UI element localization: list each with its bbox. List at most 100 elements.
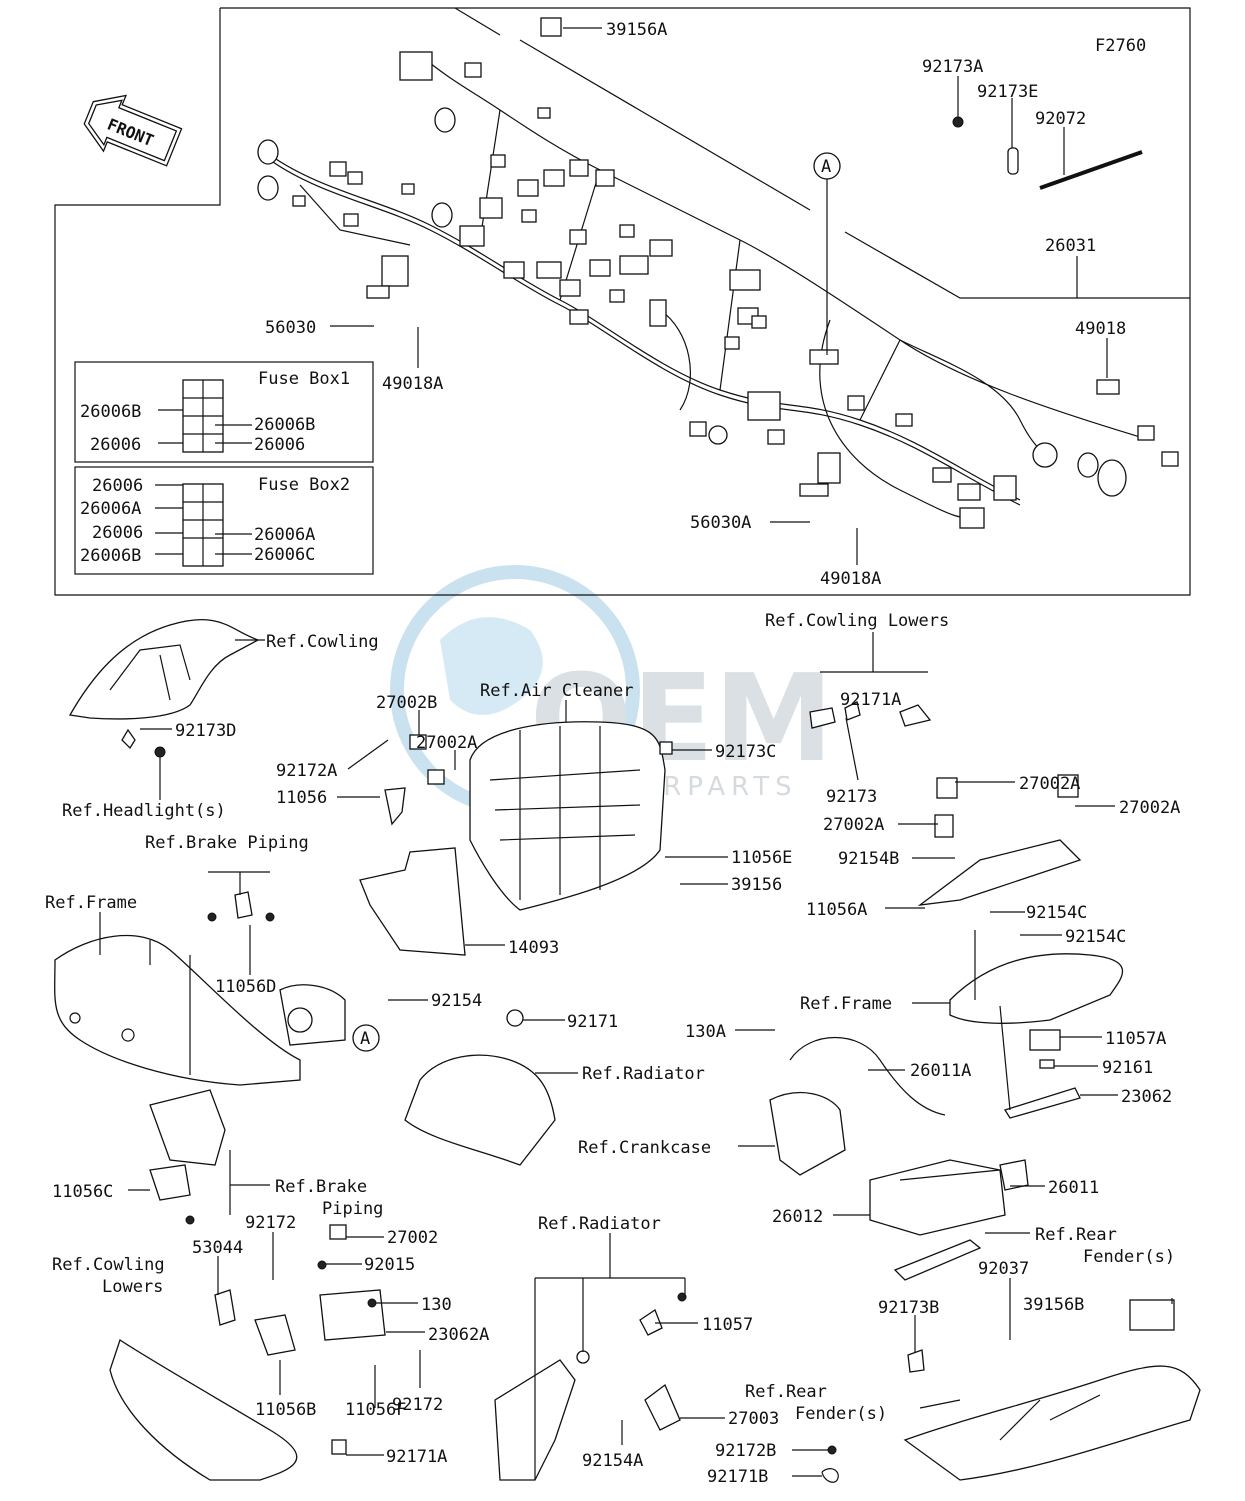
part-label-c92172_2: 92172	[392, 1395, 443, 1415]
part-label-refRadiator1: Ref.Radiator	[582, 1064, 705, 1084]
fuse-box2-right-1: 26006A	[254, 525, 315, 545]
part-label-c92173D: 92173D	[175, 721, 236, 741]
part-label-refRearFender2b: Fender(s)	[795, 1404, 887, 1424]
crankcase-battery	[769, 1036, 1029, 1281]
frame-right	[917, 839, 1124, 1119]
front-arrow-icon: FRONT	[83, 94, 183, 167]
leader-lines	[99, 27, 1173, 1480]
part-label-c92015: 92015	[364, 1255, 415, 1275]
frame-left	[54, 934, 346, 1086]
main-harness	[257, 17, 1179, 529]
part-label-c11056F: 11056F	[345, 1400, 406, 1420]
part-label-c92172A: 92172A	[276, 761, 337, 781]
part-label-refCowlingLowers2a: Ref.Cowling	[52, 1255, 165, 1275]
radiator-shroud-mid	[404, 1009, 556, 1166]
callout-a-mid: A	[352, 1024, 380, 1052]
fuse-box1: Fuse Box1 26006B 26006 26006B 26006	[74, 361, 374, 463]
part-label-c92154B: 92154B	[838, 849, 899, 869]
part-label-refBrakePiping2b: Piping	[322, 1199, 383, 1219]
part-label-c92171A_2: 92171A	[386, 1447, 447, 1467]
part-label-c11056B: 11056B	[255, 1400, 316, 1420]
harness-frame	[54, 7, 1191, 596]
part-label-refRadiator2: Ref.Radiator	[538, 1214, 661, 1234]
part-label-c130A: 130A	[685, 1022, 726, 1042]
part-label-c49018: 49018	[1075, 319, 1126, 339]
part-label-c27002A_3: 27002A	[1119, 798, 1180, 818]
part-label-c92173A: 92173A	[922, 57, 983, 77]
fuse-box2-left-3: 26006	[92, 523, 143, 543]
part-label-c11056C: 11056C	[52, 1182, 113, 1202]
part-label-c92173E: 92173E	[977, 82, 1038, 102]
part-label-refFrame2: Ref.Frame	[800, 994, 892, 1014]
part-label-c26012: 26012	[772, 1207, 823, 1227]
part-label-c11057A: 11057A	[1105, 1029, 1166, 1049]
part-label-c23062A: 23062A	[428, 1325, 489, 1345]
fuse-box2-left-2: 26006A	[80, 499, 141, 519]
part-label-c92072: 92072	[1035, 109, 1086, 129]
fuse-box1-right-1: 26006B	[254, 415, 315, 435]
part-label-c14093: 14093	[508, 938, 559, 958]
part-label-refFrame1: Ref.Frame	[45, 893, 137, 913]
part-label-c92172B: 92172B	[715, 1441, 776, 1461]
part-label-c92154C_2: 92154C	[1065, 927, 1126, 947]
part-label-c56030A: 56030A	[690, 513, 751, 533]
part-label-c130: 130	[421, 1295, 452, 1315]
headlight-bracket	[207, 891, 275, 922]
part-label-c49018A_2: 49018A	[820, 569, 881, 589]
cowling-lowers-brackets	[809, 701, 1079, 838]
part-label-c92037: 92037	[978, 1259, 1029, 1279]
part-label-c92161: 92161	[1102, 1058, 1153, 1078]
part-label-c49018A_1: 49018A	[382, 374, 443, 394]
part-label-c92154: 92154	[431, 991, 482, 1011]
fuse-box2-left-1: 26006	[92, 476, 143, 496]
part-label-c92173C: 92173C	[715, 742, 776, 762]
part-label-refRearFender1a: Ref.Rear	[1035, 1225, 1117, 1245]
top-right-parts	[952, 76, 1143, 190]
callout-a-top: A	[813, 152, 841, 355]
bracket-11056c	[149, 1089, 226, 1225]
cowling-part	[68, 618, 260, 800]
part-label-c11056: 11056	[276, 788, 327, 808]
part-label-c92171: 92171	[567, 1012, 618, 1032]
part-label-c11056A: 11056A	[806, 900, 867, 920]
part-label-c27003: 27003	[728, 1409, 779, 1429]
part-label-c53044: 53044	[192, 1238, 243, 1258]
cowling-lowers-bottom	[109, 1224, 386, 1481]
part-label-c11056D: 11056D	[215, 977, 276, 997]
part-label-refCowlingLowers1: Ref.Cowling Lowers	[765, 611, 949, 631]
part-label-c39156B: 39156B	[1023, 1295, 1084, 1315]
part-label-c56030: 56030	[265, 318, 316, 338]
part-label-c92171B: 92171B	[707, 1467, 768, 1487]
part-label-refRearFender2a: Ref.Rear	[745, 1382, 827, 1402]
fuse-box2-right-2: 26006C	[254, 545, 315, 565]
part-label-c27002: 27002	[387, 1228, 438, 1248]
fuse-box1-left-2: 26006	[90, 435, 141, 455]
part-label-refCowling: Ref.Cowling	[266, 632, 379, 652]
part-label-c27002A_4: 27002A	[823, 815, 884, 835]
callout-a-top-text: A	[821, 157, 831, 177]
part-label-c11056E: 11056E	[731, 848, 792, 868]
part-label-refBrakePiping2a: Ref.Brake	[275, 1177, 367, 1197]
fuse-box2-left-4: 26006B	[80, 546, 141, 566]
part-label-c92173: 92173	[826, 787, 877, 807]
part-label-c26031: 26031	[1045, 236, 1096, 256]
part-label-refAirCleaner: Ref.Air Cleaner	[480, 681, 634, 701]
part-label-c39156: 39156	[731, 875, 782, 895]
part-label-c92171A_1: 92171A	[840, 690, 901, 710]
air-cleaner-part	[384, 721, 673, 911]
part-label-c92173B: 92173B	[878, 1298, 939, 1318]
fuse-box1-title: Fuse Box1	[258, 369, 350, 389]
plate-14093	[359, 847, 466, 956]
part-label-c11057: 11057	[702, 1315, 753, 1335]
part-label-c26011A: 26011A	[910, 1061, 971, 1081]
part-label-c27002B: 27002B	[376, 693, 437, 713]
part-label-refRearFender1b: Fender(s)	[1083, 1247, 1175, 1267]
part-label-refCrankcase: Ref.Crankcase	[578, 1138, 711, 1158]
part-label-c23062: 23062	[1121, 1087, 1172, 1107]
part-label-c92154C_1: 92154C	[1026, 903, 1087, 923]
part-label-refBrakePiping1: Ref.Brake Piping	[145, 833, 309, 853]
part-label-c92154A: 92154A	[582, 1451, 643, 1471]
fuse-box2: Fuse Box2 26006 26006A 26006 26006B 2600…	[74, 466, 374, 575]
part-label-c27002A_1: 27002A	[416, 733, 477, 753]
